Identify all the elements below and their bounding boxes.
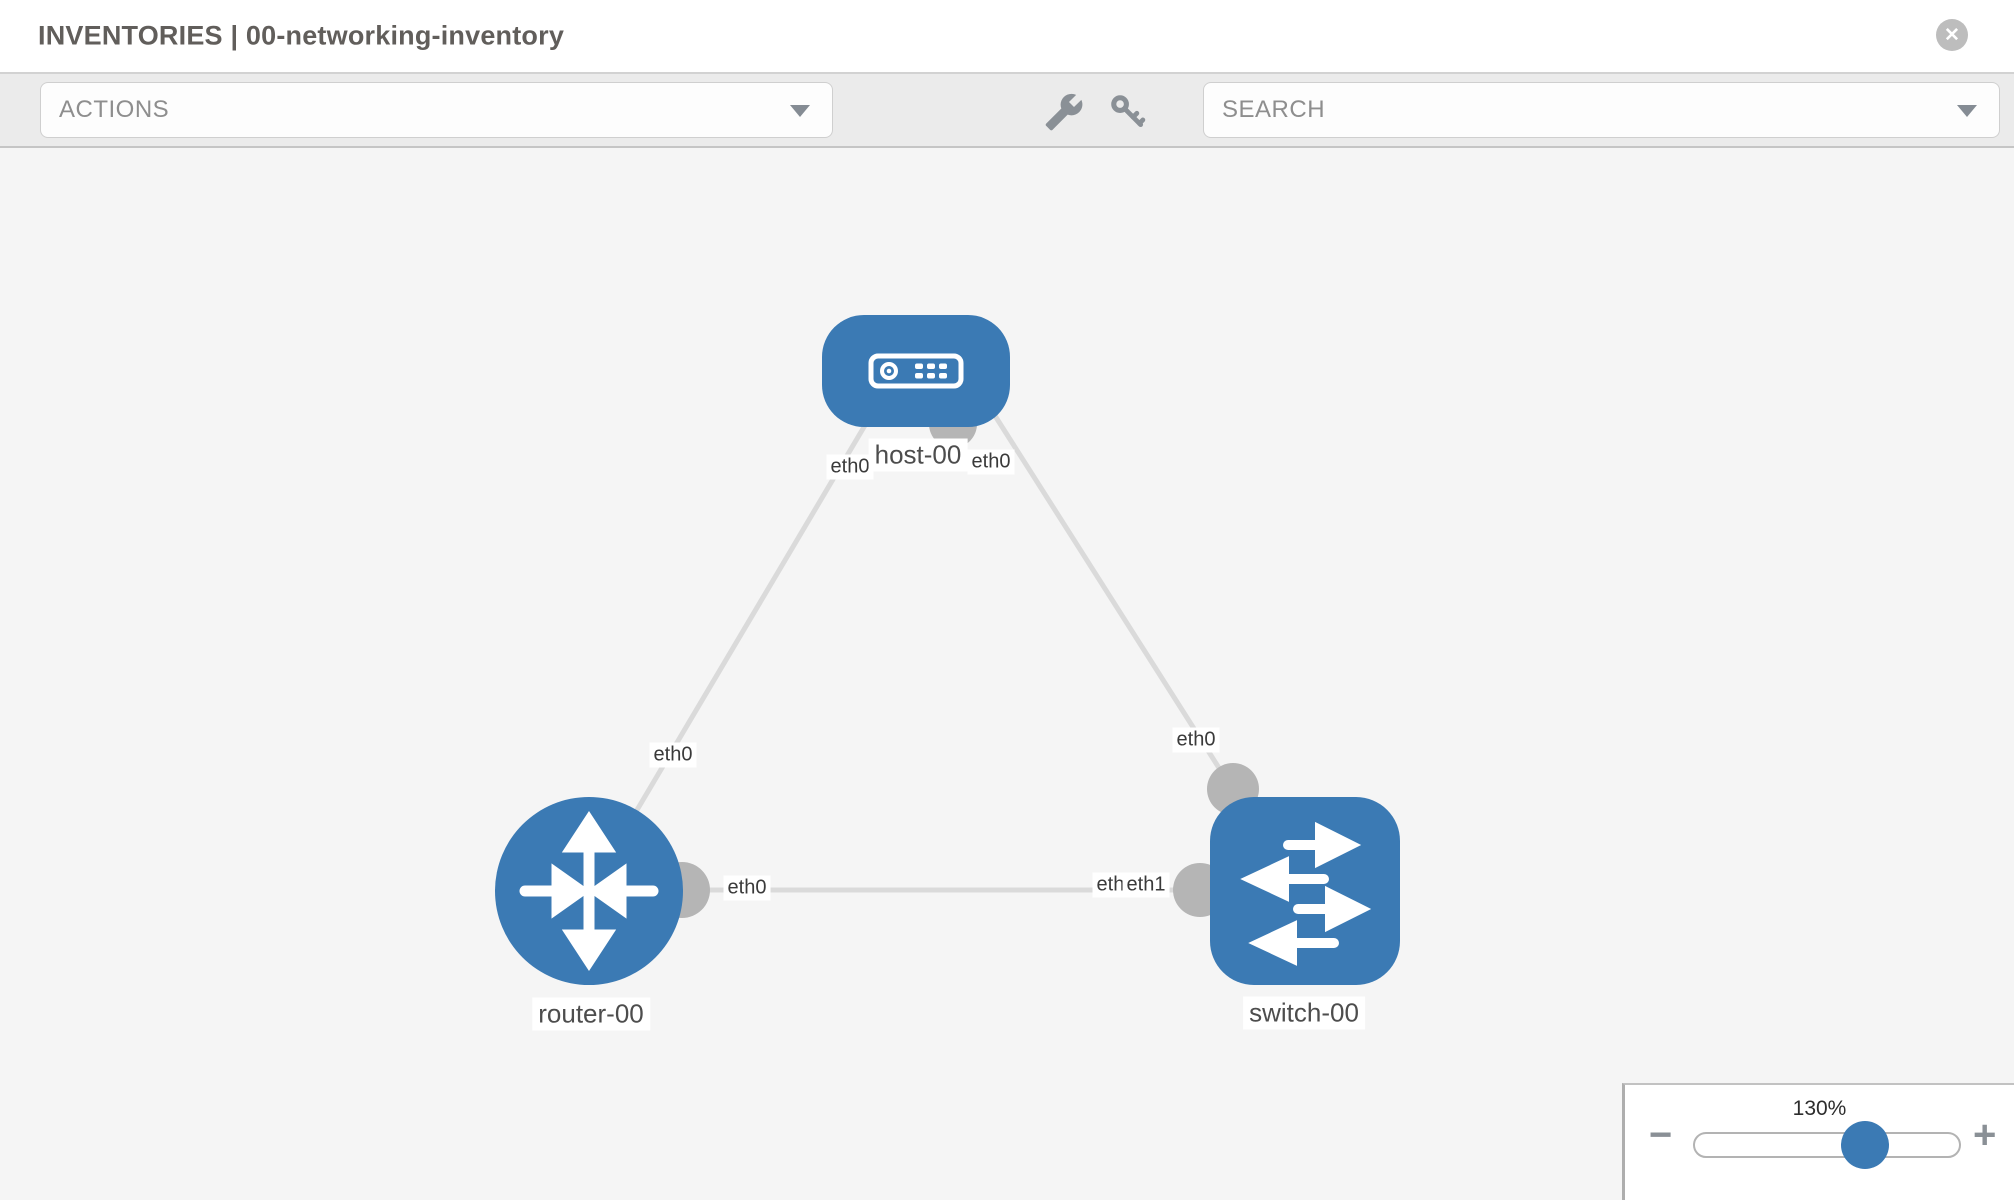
link-host-router: [586, 398, 883, 893]
close-icon: ✕: [1944, 24, 1960, 46]
link-host-switch: [982, 398, 1236, 792]
iface-label: eth0: [649, 742, 697, 768]
switch-icon: [1240, 821, 1372, 966]
node-label-switch-00: switch-00: [1243, 996, 1365, 1030]
wrench-icon: [1045, 93, 1083, 131]
zoom-slider-thumb[interactable]: [1841, 1121, 1889, 1169]
credentials-button[interactable]: [1104, 88, 1152, 136]
iface-label: eth1: [1122, 872, 1170, 898]
iface-label: eth0: [1172, 727, 1220, 753]
zoom-out-button[interactable]: −: [1649, 1113, 1673, 1157]
window-header: INVENTORIES | 00-networking-inventory ✕: [0, 0, 2014, 72]
node-label-router-00: router-00: [532, 997, 650, 1031]
node-router-00[interactable]: [495, 797, 683, 985]
page-title: INVENTORIES | 00-networking-inventory: [38, 20, 565, 51]
zoom-level-value: 130%: [1792, 1097, 1847, 1120]
topology-canvas[interactable]: eth0 eth0 eth0 eth0 eth0 eth0 eth1 host-…: [0, 148, 2014, 1200]
zoom-in-button[interactable]: +: [1973, 1113, 1997, 1157]
toolbar: ACTIONS SEARCH: [0, 72, 2014, 148]
node-switch-00[interactable]: [1210, 797, 1400, 985]
link-layer: [586, 398, 1259, 918]
node-label-host-00: host-00: [868, 438, 968, 472]
tools-button[interactable]: [1040, 88, 1088, 136]
node-host-00[interactable]: [822, 315, 1010, 427]
actions-dropdown[interactable]: ACTIONS: [40, 82, 833, 138]
router-icon: [519, 810, 659, 972]
close-button[interactable]: ✕: [1936, 19, 1968, 51]
chevron-down-icon: [790, 105, 810, 117]
chevron-down-icon: [1957, 105, 1977, 117]
search-dropdown[interactable]: SEARCH: [1203, 82, 2000, 138]
iface-label: eth0: [967, 449, 1015, 475]
search-dropdown-label: SEARCH: [1222, 96, 1326, 123]
iface-label: eth0: [826, 454, 874, 480]
zoom-slider[interactable]: [1693, 1132, 1961, 1158]
iface-label: eth0: [723, 875, 771, 901]
key-icon: [1111, 95, 1146, 128]
actions-dropdown-label: ACTIONS: [59, 96, 170, 123]
host-icon: [868, 353, 964, 389]
zoom-panel: 130% − +: [1622, 1083, 2014, 1200]
